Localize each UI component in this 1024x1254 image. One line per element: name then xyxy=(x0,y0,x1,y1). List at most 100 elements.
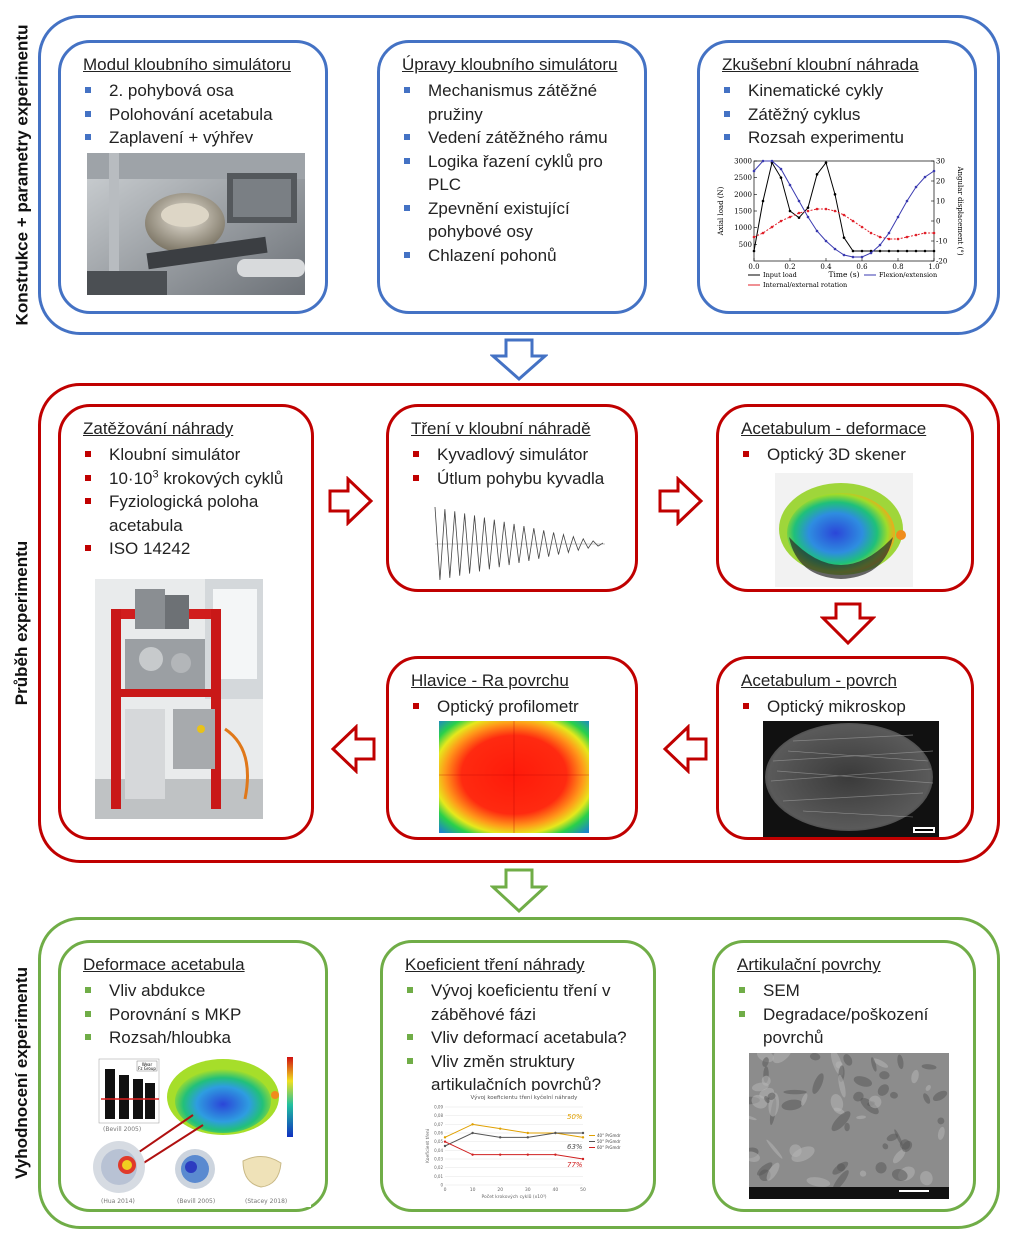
bullet-list: Mechanismus zátěžné pružiny Vedení zátěž… xyxy=(402,79,634,267)
y2-tick-label: -10 xyxy=(936,238,947,246)
box-acetabulum-deformation: Acetabulum - deformace Optický 3D skener xyxy=(716,404,974,592)
x-tick-label: 20 xyxy=(497,1187,503,1193)
sem-texture-blob xyxy=(853,1076,873,1087)
data-point xyxy=(761,159,765,163)
y2-tick-label: 20 xyxy=(936,178,945,186)
data-point xyxy=(842,236,846,239)
sem-texture-blob xyxy=(937,1117,945,1125)
sem-texture-blob xyxy=(877,1084,889,1096)
sem-texture-blob xyxy=(756,1053,774,1063)
y-tick-label: 500 xyxy=(739,241,752,249)
citation-label: (Stacey 2018) xyxy=(245,1198,287,1205)
data-point xyxy=(824,207,828,211)
data-point xyxy=(443,1136,447,1139)
list-item: Vliv deformací acetabula? xyxy=(405,1026,643,1050)
sem-texture-blob xyxy=(762,1057,769,1067)
box-title: Zatěžování náhrady xyxy=(83,419,234,438)
legend-label: Flexion/extension xyxy=(879,271,937,279)
data-point xyxy=(923,249,927,253)
list-item: ISO 14242 xyxy=(83,537,301,561)
joint-simulator-photo xyxy=(95,579,263,819)
data-point xyxy=(878,235,882,239)
right-arrow-2 xyxy=(658,476,704,526)
data-point xyxy=(896,249,900,253)
data-point xyxy=(869,231,873,235)
sem-texture-blob xyxy=(801,1093,808,1106)
list-item: Zpevnění existující pohybové osy xyxy=(402,197,634,244)
data-point xyxy=(896,237,900,241)
sem-texture-blob xyxy=(751,1082,769,1092)
data-point xyxy=(878,243,882,247)
y-tick-label: 2000 xyxy=(734,191,752,199)
y-tick-label: 0,03 xyxy=(434,1157,443,1162)
sem-texture-blob xyxy=(871,1057,877,1072)
data-point xyxy=(887,237,891,241)
sem-texture-blob xyxy=(892,1149,906,1164)
data-point xyxy=(471,1131,474,1135)
data-point xyxy=(761,231,765,235)
series-line-1 xyxy=(444,1132,583,1147)
list-item: Optický profilometr xyxy=(411,695,625,719)
data-point xyxy=(797,211,801,215)
legend-label: Input load xyxy=(763,271,797,279)
box-friction-coefficient: Koeficient tření náhrady Vývoj koeficien… xyxy=(380,940,656,1212)
data-point xyxy=(806,215,810,219)
list-item: Polohování acetabula xyxy=(83,103,315,127)
citation-label: (Hua 2014) xyxy=(101,1198,135,1205)
data-point xyxy=(581,1131,585,1135)
y-tick-label: 0,07 xyxy=(434,1122,443,1127)
data-point xyxy=(851,255,855,259)
list-item: Porovnání s MKP xyxy=(83,1003,315,1027)
list-item: Optický 3D skener xyxy=(741,443,961,467)
list-item: Útlum pohybu kyvadla xyxy=(411,467,625,491)
3d-scan-image xyxy=(775,473,913,587)
y-tick-label: 0 xyxy=(440,1183,443,1188)
sem-texture-blob xyxy=(897,1054,904,1070)
box-title: Modul kloubního simulátoru xyxy=(83,55,291,74)
data-point xyxy=(833,209,837,213)
sem-texture-blob xyxy=(836,1163,846,1172)
data-point xyxy=(842,213,846,217)
sem-texture-blob xyxy=(843,1054,853,1066)
chart-title: Vývoj koeficientu tření kyčelní náhrady xyxy=(471,1094,579,1101)
data-point xyxy=(770,159,774,163)
data-point xyxy=(443,1144,447,1148)
box-simulator-module: Modul kloubního simulátoru 2. pohybová o… xyxy=(58,40,328,314)
citation-label: (Bevill 2005) xyxy=(177,1198,215,1205)
data-point xyxy=(526,1131,529,1135)
data-point xyxy=(581,1157,585,1161)
y2-tick-label: 10 xyxy=(936,198,945,206)
sem-texture-blob xyxy=(859,1170,867,1177)
x-tick-label: 30 xyxy=(525,1187,531,1193)
sem-texture-blob xyxy=(886,1133,899,1142)
y-tick-label: 2500 xyxy=(734,174,752,182)
list-item: Zaplavení + výhřev xyxy=(83,126,315,150)
sem-texture-blob xyxy=(868,1095,882,1109)
box-loading: Zatěžování náhrady Kloubní simulátor 10·… xyxy=(58,404,314,840)
data-point xyxy=(887,249,891,253)
data-point xyxy=(914,233,918,237)
sem-texture-blob xyxy=(882,1143,889,1150)
plot-frame xyxy=(753,160,935,262)
bullet-list: Vývoj koeficientu tření v záběhové fázi … xyxy=(405,979,643,1097)
y2-tick-label: 30 xyxy=(936,158,945,166)
sem-texture-blob xyxy=(879,1071,890,1080)
sem-texture-blob xyxy=(872,1058,889,1068)
y2-tick-label: -20 xyxy=(936,258,947,266)
profilometer-image xyxy=(439,721,589,833)
sem-texture-blob xyxy=(911,1069,919,1084)
data-point xyxy=(923,231,927,235)
series-line-2 xyxy=(444,1141,584,1160)
legend-group: Fz Group xyxy=(138,1066,156,1071)
sem-texture-blob xyxy=(894,1129,903,1146)
x-tick-label: 0.0 xyxy=(748,263,759,271)
x-tick-label: 50 xyxy=(580,1187,586,1193)
sem-texture-blob xyxy=(772,1053,793,1064)
sem-texture-blob xyxy=(891,1169,908,1182)
sem-image xyxy=(749,1053,949,1199)
down-arrow-blue xyxy=(490,338,548,382)
sem-texture-blob xyxy=(749,1151,760,1163)
box-test-replacement: Zkušební kloubní náhrada Kinematické cyk… xyxy=(697,40,977,314)
bullet-list: Kinematické cykly Zátěžný cyklus Rozsah … xyxy=(722,79,964,150)
